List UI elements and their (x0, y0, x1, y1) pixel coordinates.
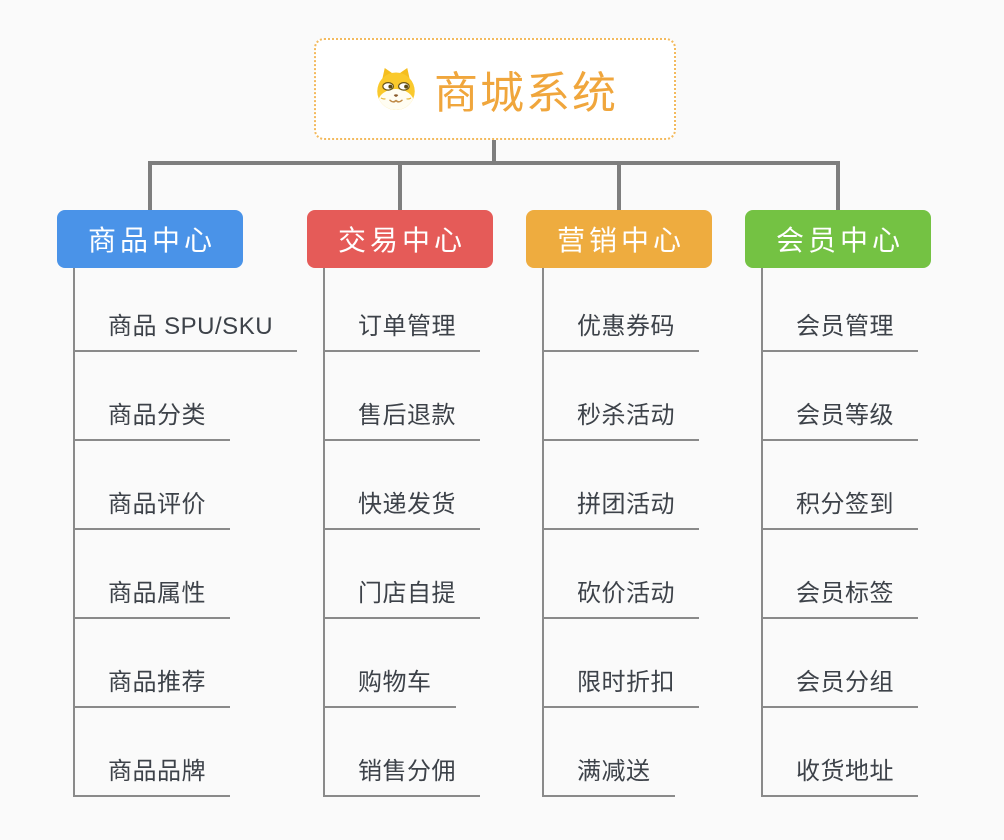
child-label: 收货地址 (763, 751, 918, 797)
branch-children-marketing-center: 优惠券码 秒杀活动 拼团活动 砍价活动 限时折扣 满减送 (542, 268, 699, 797)
dog-face-icon (372, 65, 420, 113)
child-item[interactable]: 拼团活动 (544, 441, 699, 530)
child-item[interactable]: 商品 SPU/SKU (75, 268, 298, 352)
child-item[interactable]: 销售分佣 (325, 708, 480, 797)
child-item[interactable]: 商品品牌 (75, 708, 297, 797)
connector-horizontal-bus (148, 161, 840, 165)
branch-children-trade-center: 订单管理 售后退款 快递发货 门店自提 购物车 销售分佣 (323, 268, 480, 797)
child-label: 满减送 (544, 751, 675, 797)
child-item[interactable]: 售后退款 (325, 352, 480, 441)
child-label: 快递发货 (325, 484, 480, 530)
child-label: 商品属性 (75, 573, 230, 619)
child-item[interactable]: 积分签到 (763, 441, 918, 530)
child-label: 商品分类 (75, 395, 230, 441)
child-item[interactable]: 会员管理 (763, 268, 918, 352)
child-item[interactable]: 优惠券码 (544, 268, 699, 352)
child-label: 砍价活动 (544, 573, 699, 619)
child-item[interactable]: 订单管理 (325, 268, 480, 352)
child-item[interactable]: 会员标签 (763, 530, 918, 619)
child-item[interactable]: 砍价活动 (544, 530, 699, 619)
connector-drop-product (148, 165, 152, 210)
child-label: 会员等级 (763, 395, 918, 441)
child-item[interactable]: 快递发货 (325, 441, 480, 530)
child-label: 购物车 (325, 662, 456, 708)
connector-root-stub (492, 140, 496, 163)
connector-drop-trade (398, 165, 402, 210)
branch-children-member-center: 会员管理 会员等级 积分签到 会员标签 会员分组 收货地址 (761, 268, 918, 797)
child-item[interactable]: 商品分类 (75, 352, 297, 441)
child-label: 门店自提 (325, 573, 480, 619)
child-item[interactable]: 秒杀活动 (544, 352, 699, 441)
child-item[interactable]: 商品评价 (75, 441, 297, 530)
branch-node-marketing-center[interactable]: 营销中心 (526, 210, 712, 268)
child-label: 会员管理 (763, 306, 918, 352)
branch-children-product-center: 商品 SPU/SKU 商品分类 商品评价 商品属性 商品推荐 商品品牌 (73, 268, 298, 797)
child-label: 限时折扣 (544, 662, 699, 708)
child-item[interactable]: 商品推荐 (75, 619, 297, 708)
root-node[interactable]: 商城系统 (314, 38, 676, 140)
connector-drop-member (836, 165, 840, 210)
child-label: 商品品牌 (75, 751, 230, 797)
child-item[interactable]: 会员等级 (763, 352, 918, 441)
connector-drop-marketing (617, 165, 621, 210)
child-label: 售后退款 (325, 395, 480, 441)
child-label: 订单管理 (325, 306, 480, 352)
child-label: 拼团活动 (544, 484, 699, 530)
branch-node-product-center[interactable]: 商品中心 (57, 210, 243, 268)
child-item[interactable]: 收货地址 (763, 708, 918, 797)
child-label: 会员分组 (763, 662, 918, 708)
branch-node-trade-center[interactable]: 交易中心 (307, 210, 493, 268)
child-item[interactable]: 商品属性 (75, 530, 297, 619)
child-item[interactable]: 门店自提 (325, 530, 480, 619)
child-label: 销售分佣 (325, 751, 480, 797)
child-label: 商品 SPU/SKU (75, 306, 298, 352)
child-label: 商品评价 (75, 484, 230, 530)
child-label: 秒杀活动 (544, 395, 699, 441)
branch-node-member-center[interactable]: 会员中心 (745, 210, 931, 268)
root-title: 商城系统 (434, 69, 618, 118)
child-label: 优惠券码 (544, 306, 699, 352)
child-label: 积分签到 (763, 484, 918, 530)
child-label: 商品推荐 (75, 662, 230, 708)
child-item[interactable]: 购物车 (325, 619, 480, 708)
child-item[interactable]: 会员分组 (763, 619, 918, 708)
child-label: 会员标签 (763, 573, 918, 619)
child-item[interactable]: 限时折扣 (544, 619, 699, 708)
child-item[interactable]: 满减送 (544, 708, 699, 797)
